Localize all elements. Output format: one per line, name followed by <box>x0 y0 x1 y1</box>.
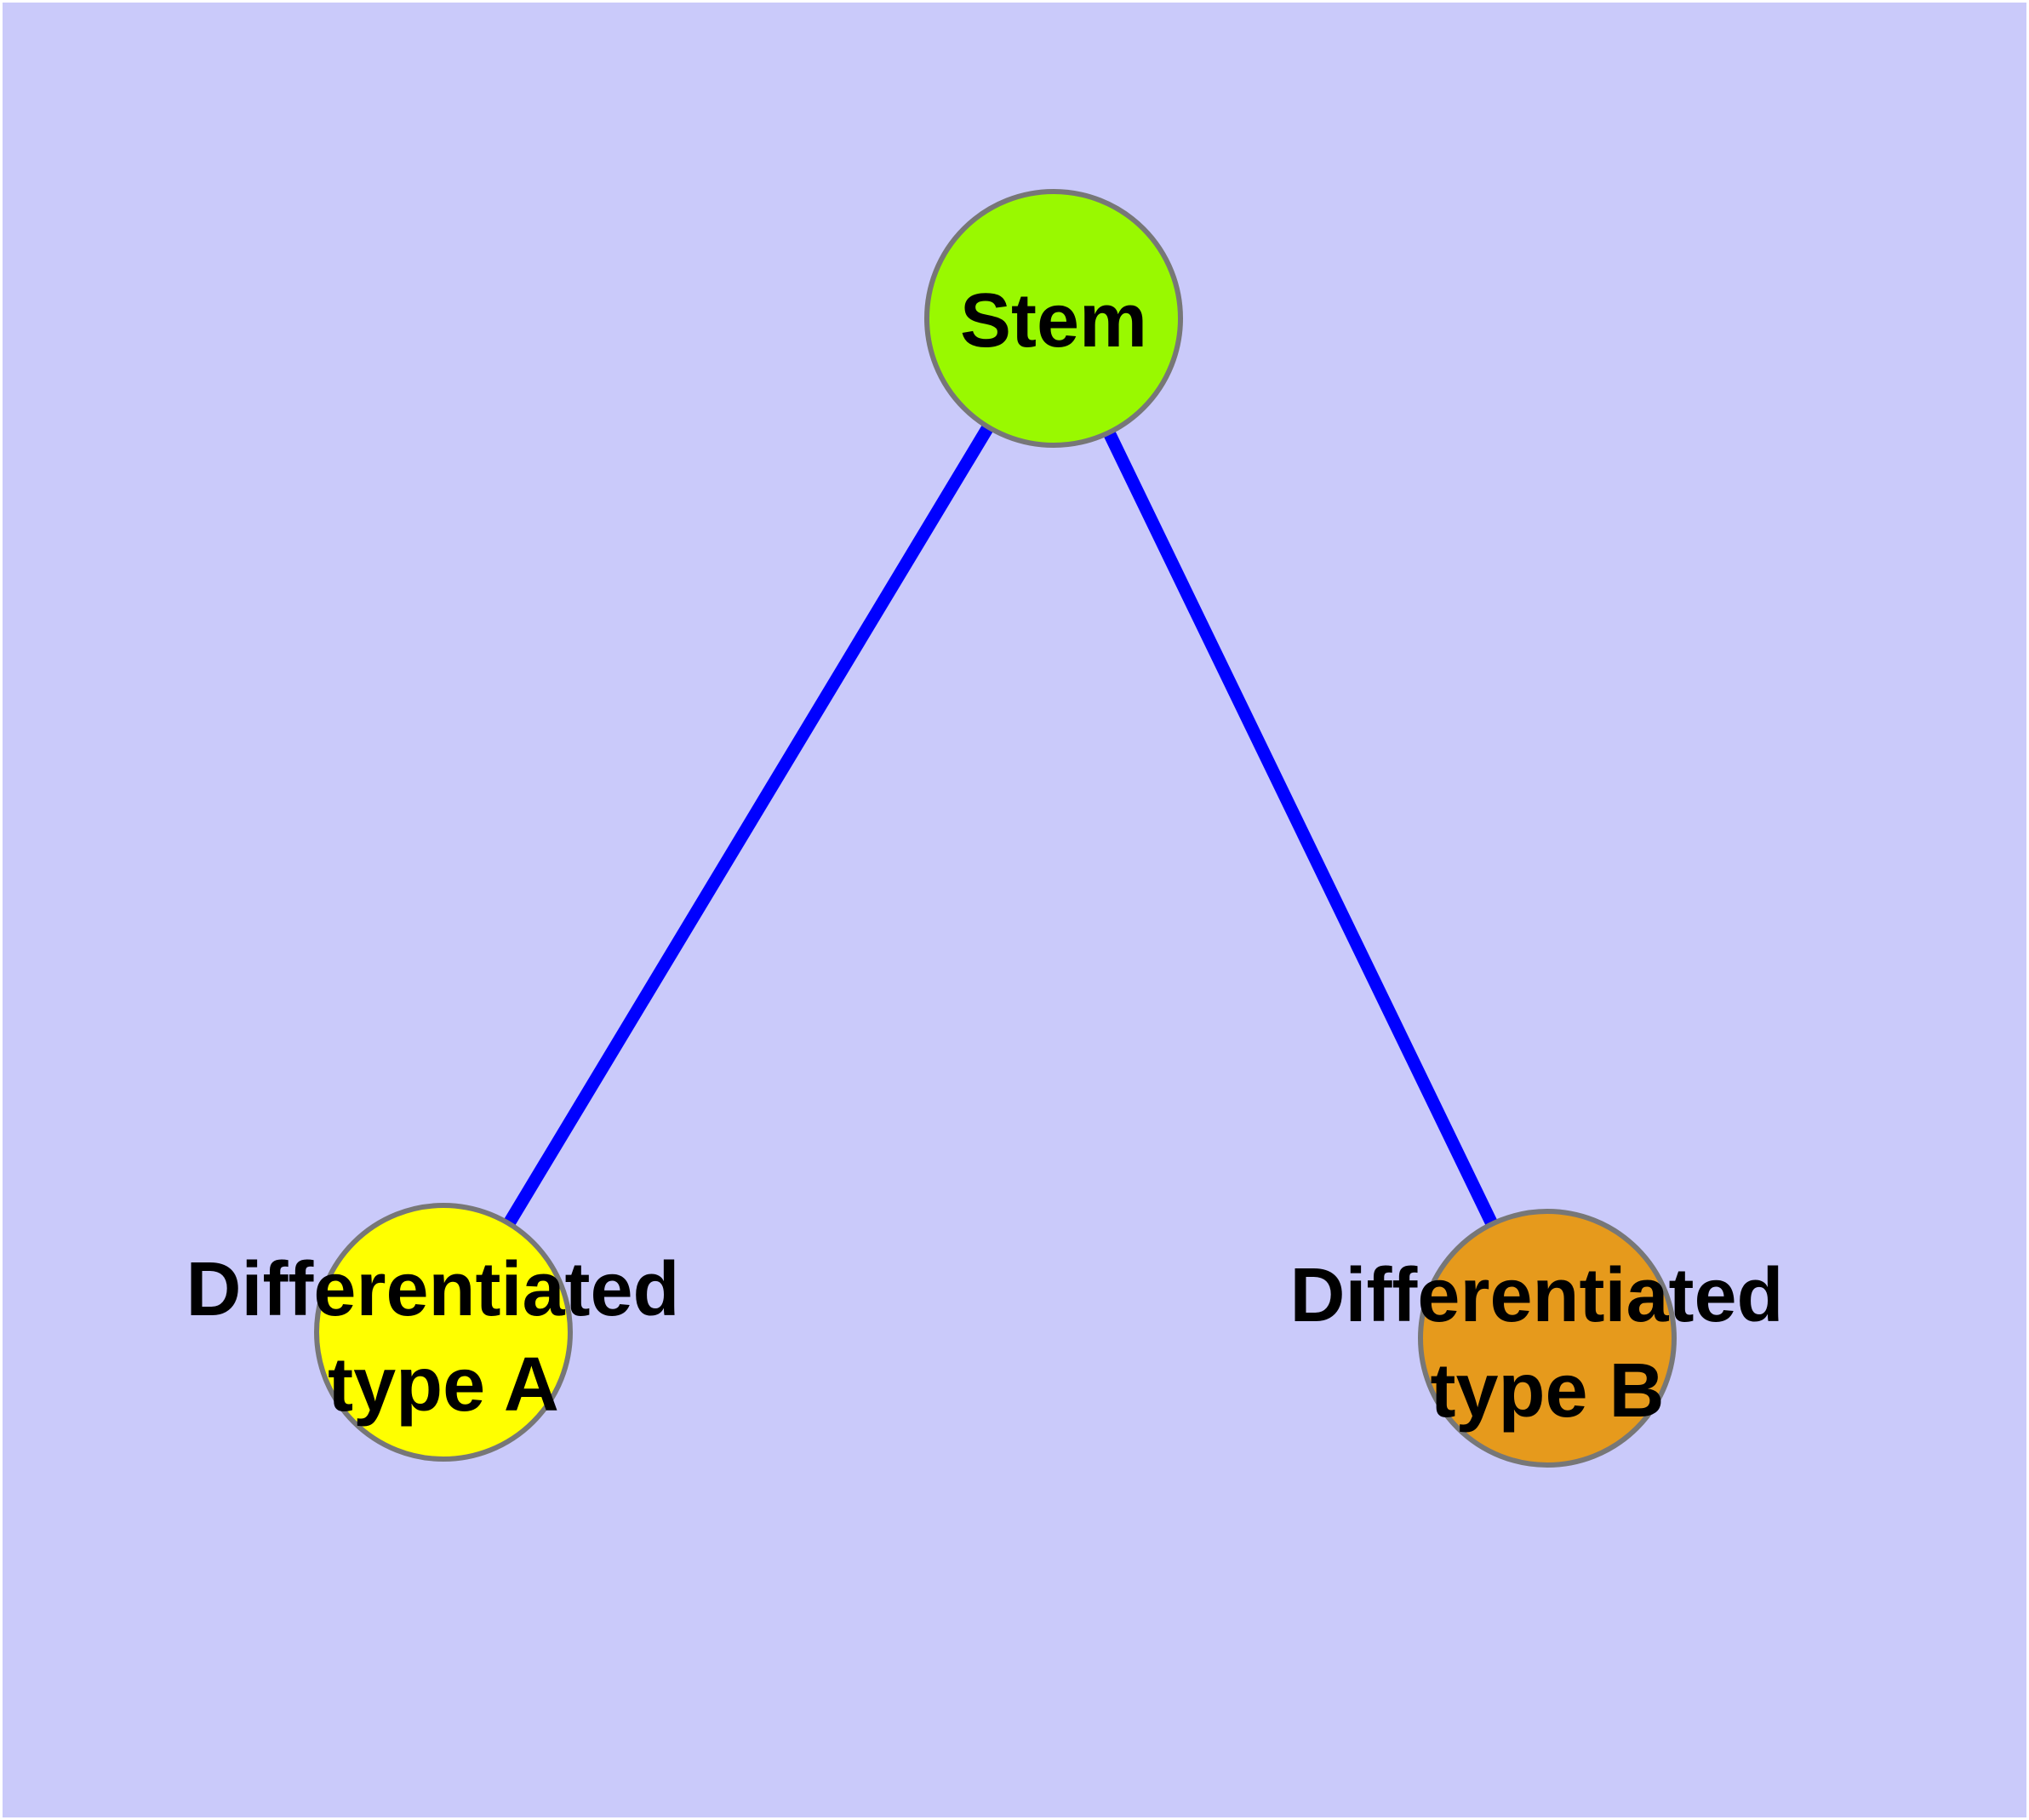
node-stem-label-line: Stem <box>960 278 1147 363</box>
node-differentiated-type-a-label: Differentiated type A <box>186 1247 700 1428</box>
node-differentiated-type-b-label-line2: type B <box>1430 1348 1664 1434</box>
node-stem-circle <box>924 189 1183 448</box>
node-stem-label: Stem <box>960 278 1147 363</box>
node-differentiated-type-b-label-line1: Differentiated <box>1289 1253 1783 1338</box>
node-differentiated-type-a-label-line2: type A <box>328 1342 559 1428</box>
node-differentiated-type-a-label-line1: Differentiated <box>186 1247 679 1332</box>
node-differentiated-type-b: Differentiated type B <box>1289 1209 1804 1468</box>
node-differentiated-type-a-circle <box>314 1203 573 1462</box>
node-differentiated-type-b-circle <box>1418 1209 1677 1468</box>
edge-group <box>437 315 1553 1342</box>
edge-stem-to-type-a <box>437 315 1060 1336</box>
node-stem: Stem <box>924 189 1183 448</box>
node-differentiated-type-b-label: Differentiated type B <box>1289 1253 1804 1434</box>
node-differentiated-type-a: Differentiated type A <box>186 1203 700 1462</box>
edge-stem-to-type-b <box>1048 315 1553 1342</box>
